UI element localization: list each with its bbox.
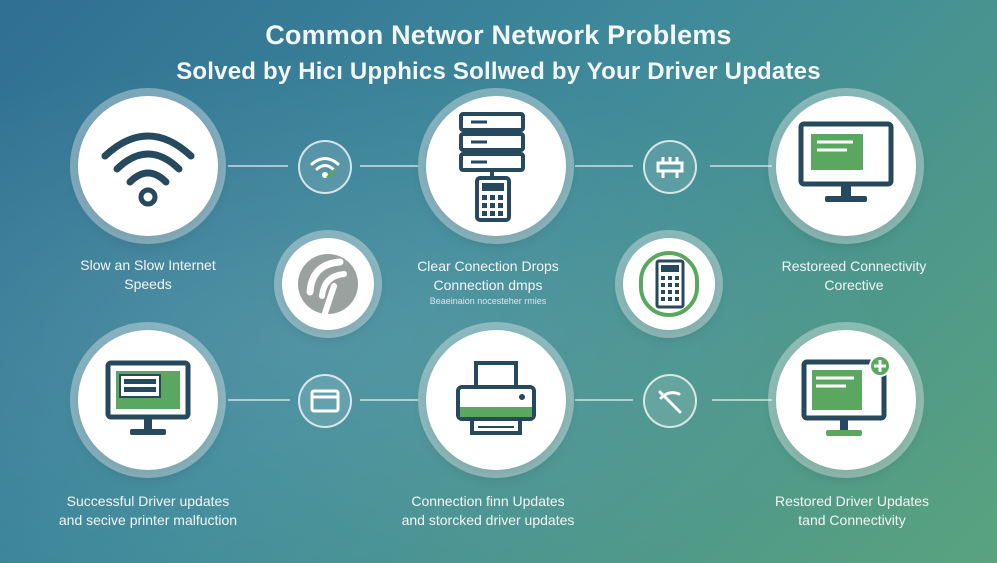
label-line: Successful Driver updates <box>66 493 230 509</box>
monitor-circle <box>776 96 916 236</box>
connector-line <box>360 165 418 167</box>
connector-line <box>712 399 772 401</box>
label-connection-drops: Clear Conection Drops Connection dmps Be… <box>388 257 588 307</box>
connector-line <box>575 399 633 401</box>
connector-line <box>228 165 288 167</box>
label-line: Restoreed Connectivity <box>781 258 927 274</box>
monitor-icon <box>105 360 191 435</box>
label-line: Corective <box>824 277 884 293</box>
label-slow-internet: Slow an Slow Internet Speeds <box>48 256 248 294</box>
label-restored-driver: Restored Driver Updates tand Connectivit… <box>752 492 952 530</box>
label-line: Speeds <box>124 276 172 292</box>
calculator-circle <box>623 238 715 330</box>
wifi-circle <box>78 96 218 236</box>
page-subtitle: Solved by Hicı Upphics Sollwed by Your D… <box>176 58 821 85</box>
monitor-circle-2 <box>78 330 218 470</box>
label-line: Connection finn Updates <box>411 493 565 509</box>
label-connection-updates: Connection finn Updates and storcked dri… <box>388 492 588 530</box>
connector-line <box>575 165 633 167</box>
small-wifi-circle <box>298 140 352 194</box>
label-line: and secive printer malfuction <box>58 512 238 528</box>
adapter-circle <box>643 140 697 194</box>
no-signal-icon <box>658 390 682 414</box>
no-signal-circle <box>643 374 697 428</box>
small-wifi-icon <box>310 157 340 179</box>
network-adapter-icon <box>656 157 684 178</box>
card-circle <box>298 374 352 428</box>
label-restored-connectivity: Restoreed Connectivity Corective <box>754 257 954 295</box>
calculator-icon <box>639 251 699 317</box>
label-line: and storcked driver updates <box>401 512 575 528</box>
page-title: Common Networ Network Problems <box>265 20 732 50</box>
broken-signal-circle <box>282 238 374 330</box>
label-small-text: Beaeinaion nocesteher rmies <box>429 296 547 306</box>
label-line: Connection dmps <box>433 277 543 293</box>
label-line: Restored Driver Updates <box>774 493 930 509</box>
broken-signal-icon <box>298 254 358 319</box>
server-circle <box>426 96 566 236</box>
connector-line <box>228 399 290 401</box>
connector-line <box>360 399 418 401</box>
wifi-icon <box>101 132 195 207</box>
label-line: Clear Conection Drops <box>417 258 559 274</box>
monitor-icon <box>798 121 894 202</box>
label-successful-driver: Successful Driver updates and secive pri… <box>48 492 248 530</box>
connector-line <box>710 165 772 167</box>
printer-icon <box>456 361 536 435</box>
monitor-plus-icon <box>801 355 891 436</box>
card-icon <box>310 389 340 413</box>
printer-circle <box>426 330 566 470</box>
label-line: Slow an Slow Internet <box>80 257 216 273</box>
label-line: tand Connectivity <box>798 512 906 528</box>
monitor-plus-circle <box>776 330 916 470</box>
server-calculator-icon <box>459 112 525 222</box>
